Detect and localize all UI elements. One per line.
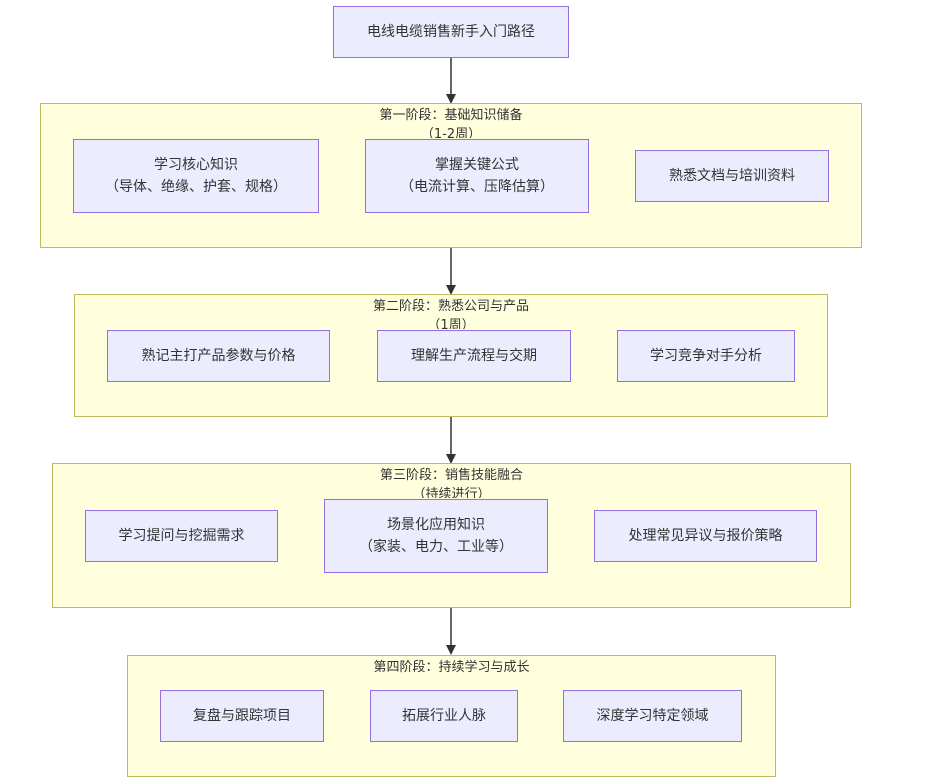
node-label: 拓展行业人脉 bbox=[402, 708, 486, 724]
node-sublabel: （电流计算、压降估算） bbox=[400, 179, 554, 195]
node-label: 熟悉文档与培训资料 bbox=[669, 168, 795, 184]
node-label: 处理常见异议与报价策略 bbox=[628, 528, 783, 544]
stage-2-node-competitor-analysis[interactable]: 学习竞争对手分析 bbox=[617, 330, 795, 382]
root-node-label: 电线电缆销售新手入门路径 bbox=[367, 24, 535, 40]
stage-1-title-text: 第一阶段：基础知识储备 bbox=[379, 108, 523, 123]
stage-4-node-review-tracking[interactable]: 复盘与跟踪项目 bbox=[160, 690, 324, 742]
stage-2-duration-text: （1周） bbox=[427, 318, 475, 329]
stage-2-title: 第二阶段：熟悉公司与产品 bbox=[75, 298, 827, 315]
node-label: 场景化应用知识 bbox=[387, 517, 485, 533]
stage-1-node-core-knowledge[interactable]: 学习核心知识 （导体、绝缘、护套、规格） bbox=[73, 139, 319, 213]
node-label: 学习提问与挖掘需求 bbox=[118, 528, 245, 544]
stage-2-title-text: 第二阶段：熟悉公司与产品 bbox=[372, 299, 529, 314]
stage-3-node-questioning[interactable]: 学习提问与挖掘需求 bbox=[85, 510, 278, 562]
stage-2-node-product-specs[interactable]: 熟记主打产品参数与价格 bbox=[107, 330, 330, 382]
node-label: 学习竞争对手分析 bbox=[650, 348, 762, 364]
stage-1-node-docs-training[interactable]: 熟悉文档与培训资料 bbox=[635, 150, 829, 202]
stage-3-title-text: 第三阶段：销售技能融合 bbox=[379, 468, 523, 483]
stage-2-node-production-flow[interactable]: 理解生产流程与交期 bbox=[377, 330, 571, 382]
node-label: 理解生产流程与交期 bbox=[411, 348, 537, 364]
node-label: 学习核心知识 bbox=[154, 157, 238, 173]
node-label: 掌握关键公式 bbox=[435, 157, 519, 173]
node-label: 复盘与跟踪项目 bbox=[193, 708, 291, 724]
stage-1-title: 第一阶段：基础知识储备 bbox=[41, 107, 861, 124]
stage-3-node-objection-handling[interactable]: 处理常见异议与报价策略 bbox=[594, 510, 817, 562]
stage-2-duration: （1周） bbox=[75, 317, 827, 329]
stage-4-title: 第四阶段：持续学习与成长 bbox=[128, 659, 775, 676]
stage-4-node-industry-network[interactable]: 拓展行业人脉 bbox=[370, 690, 518, 742]
node-label: 熟记主打产品参数与价格 bbox=[141, 348, 296, 364]
stage-3-node-scenario-application[interactable]: 场景化应用知识 （家装、电力、工业等） bbox=[324, 499, 548, 573]
stage-4-node-deep-learning[interactable]: 深度学习特定领域 bbox=[563, 690, 742, 742]
stage-4-title-text: 第四阶段：持续学习与成长 bbox=[373, 660, 530, 675]
stage-3-duration-text: （持续进行） bbox=[412, 487, 491, 498]
stage-3-duration: （持续进行） bbox=[53, 486, 850, 498]
root-node[interactable]: 电线电缆销售新手入门路径 bbox=[333, 6, 569, 58]
node-label: 深度学习特定领域 bbox=[596, 708, 709, 724]
stage-1-node-key-formulas[interactable]: 掌握关键公式 （电流计算、压降估算） bbox=[365, 139, 589, 213]
stage-1-duration-text: （1-2周） bbox=[420, 127, 482, 138]
stage-1-duration: （1-2周） bbox=[41, 126, 861, 138]
node-sublabel: （家装、电力、工业等） bbox=[359, 539, 513, 555]
stage-3-title: 第三阶段：销售技能融合 bbox=[53, 467, 850, 484]
node-sublabel: （导体、绝缘、护套、规格） bbox=[105, 179, 287, 195]
